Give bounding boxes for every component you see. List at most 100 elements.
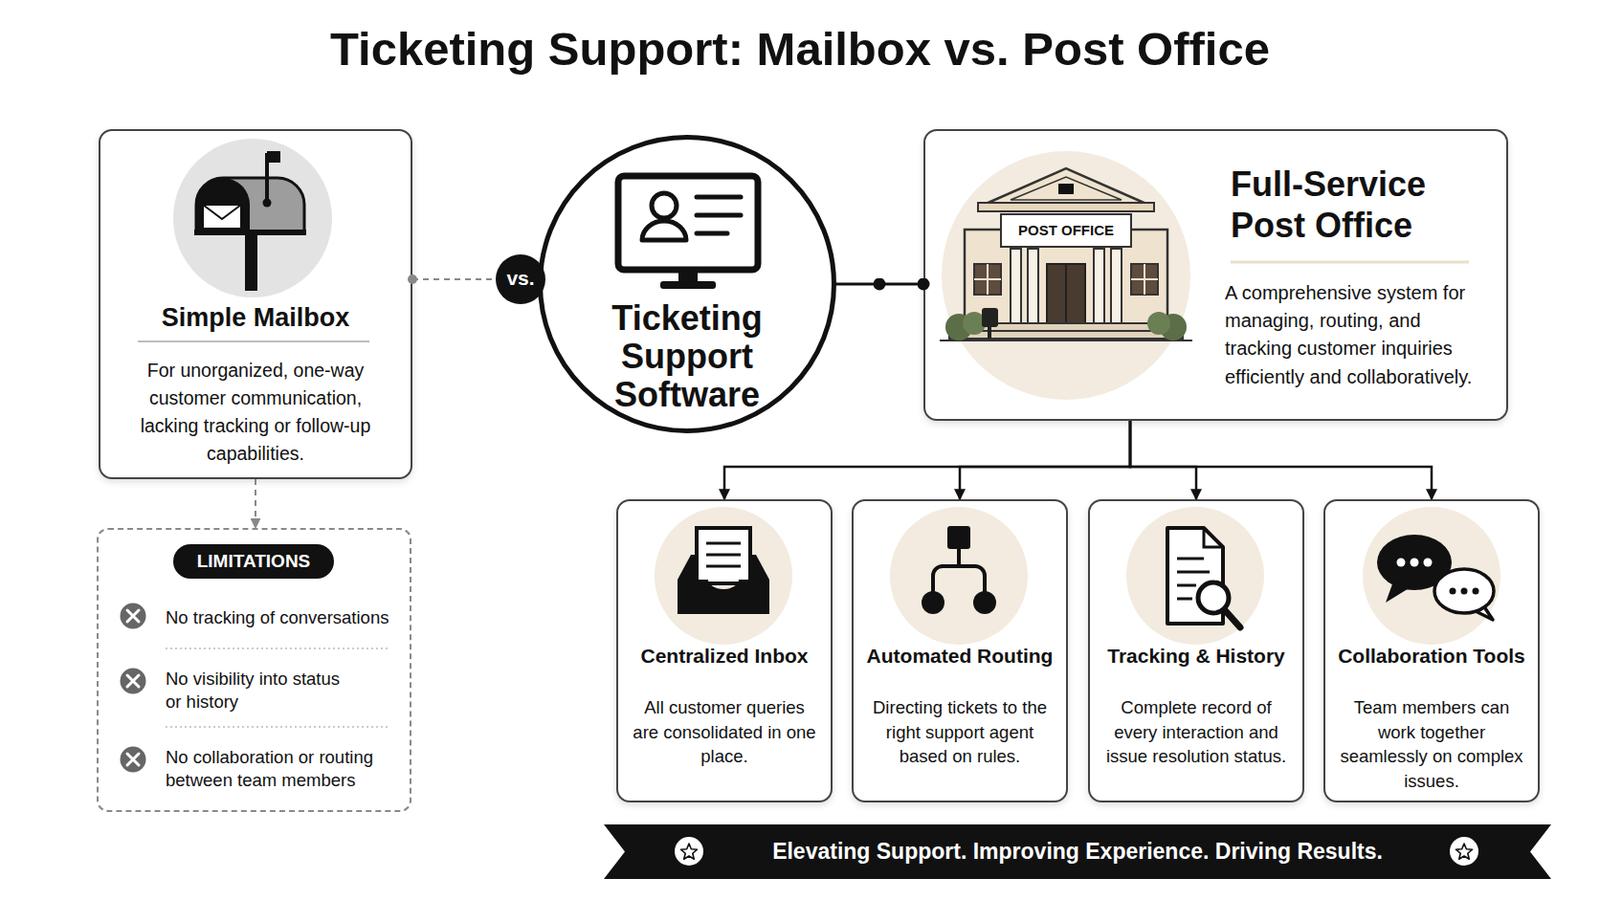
chat-bubbles-icon (1423, 558, 1433, 568)
routing-icon (889, 507, 1028, 645)
routing-icon (889, 507, 1028, 645)
mailbox-box: Simple MailboxFor unorganized, one-way c… (98, 129, 413, 480)
mailbox-icon (196, 177, 305, 232)
branch-arrow (1130, 421, 1197, 500)
post-office-building (987, 327, 992, 339)
document-search-icon (1126, 507, 1265, 645)
dotted-separator (165, 648, 391, 728)
mailbox-icon (173, 138, 333, 298)
chat-bubbles-icon (1461, 588, 1468, 596)
feature-box: Collaboration ToolsTeam members can work… (1323, 499, 1540, 803)
vs-text: vs. (495, 254, 546, 303)
post-office-building (964, 229, 1168, 330)
monitor-icon (642, 221, 687, 241)
inbox-icon (677, 555, 770, 580)
chat-bubbles-icon (1377, 534, 1452, 591)
routing-icon (973, 591, 997, 615)
monitor-icon (678, 271, 698, 284)
circle-heading: Ticketing Support Software (591, 299, 783, 415)
limitations-pill: LIMITATIONS (173, 544, 334, 579)
inbox-icon (696, 528, 751, 584)
dashed-connector (412, 278, 496, 281)
post-office-building (1159, 313, 1187, 341)
post-office-building (949, 331, 1183, 339)
box-body: For unorganized, one-way customer commun… (119, 356, 392, 467)
post-office-building (974, 264, 1001, 295)
feature-heading: Centralized Inbox (618, 643, 831, 669)
mailbox-icon (266, 151, 281, 163)
feature-body: All customer queries are consolidated in… (631, 695, 818, 770)
box-heading: Full-Service Post Office (1230, 163, 1482, 246)
mailbox-icon (202, 204, 242, 229)
feature-heading: Automated Routing (853, 643, 1067, 669)
box-body: A comprehensive system for managing, rou… (1224, 279, 1493, 392)
feature-body: Complete record of every interaction and… (1103, 695, 1289, 770)
routing-icon (933, 566, 985, 594)
ribbon-shape (603, 824, 1552, 880)
document-search-icon (1198, 582, 1229, 614)
cross-icon (120, 747, 147, 774)
routing-icon (956, 549, 961, 567)
document-search-icon (1177, 558, 1210, 600)
limitation-item: No tracking of conversations (165, 606, 405, 630)
post-office-building (1000, 214, 1132, 247)
post-office-building (1027, 248, 1039, 324)
feature-box: Centralized InboxAll customer queries ar… (616, 499, 833, 803)
limitations-box: LIMITATIONS No tracking of conversationsN… (96, 528, 412, 813)
mailbox-icon (173, 138, 333, 298)
branch-arrow (1130, 421, 1432, 500)
post-office-building (962, 311, 986, 335)
post-office-building (1010, 177, 1122, 200)
slogan-text: Elevating Support. Improving Experience.… (603, 824, 1552, 880)
mailbox-icon (263, 199, 272, 208)
box-heading: Simple Mailbox (100, 301, 411, 335)
post-office-building (939, 339, 1193, 342)
post-office-building (1147, 311, 1171, 335)
heading-underline (1230, 261, 1469, 265)
document-search-icon (1126, 507, 1265, 645)
post-office-building (956, 323, 1176, 332)
feature-box: Automated RoutingDirecting tickets to th… (851, 499, 1068, 803)
post-office-building (983, 168, 1149, 205)
star-badge (680, 844, 697, 860)
post-office-building (945, 313, 973, 341)
chat-bubbles-icon (1362, 507, 1501, 645)
cross-icon (120, 668, 147, 695)
post-office-building (1131, 264, 1158, 295)
post-office-building (941, 151, 1191, 400)
chat-bubbles-icon (1410, 558, 1420, 568)
heading-underline (1230, 262, 1469, 264)
chat-bubbles-icon (1434, 569, 1494, 614)
inbox-icon (654, 507, 793, 645)
mailbox-icon (202, 204, 242, 220)
routing-icon (921, 591, 945, 615)
star-badge (1455, 844, 1472, 860)
heading-underline (137, 340, 370, 343)
monitor-icon (651, 193, 677, 219)
post-office-building (1046, 264, 1086, 324)
branch-arrow (724, 421, 1131, 500)
mailbox-icon (265, 153, 269, 203)
monitor-icon (696, 213, 741, 219)
software-circle: Ticketing Support Software (537, 134, 837, 434)
vs-badge: vs. (495, 254, 546, 305)
feature-body: Team members can work together seamlessl… (1338, 695, 1525, 794)
cross-icon (127, 675, 139, 688)
post-office-building (1010, 248, 1022, 324)
cross-icon (127, 754, 139, 766)
limitation-item: No visibility into status or history (165, 667, 357, 714)
chat-bubbles-icon (1397, 558, 1406, 568)
inbox-icon (654, 507, 793, 645)
monitor-icon (618, 176, 758, 289)
slogan-ribbon: Elevating Support. Improving Experience.… (603, 824, 1552, 880)
monitor-icon (696, 231, 728, 237)
post-office-building (974, 264, 1001, 295)
circle-shape (540, 137, 835, 432)
feature-heading: Tracking & History (1089, 643, 1303, 669)
monitor-icon (660, 281, 716, 289)
post-office-building (939, 151, 1193, 400)
limitation-item: No collaboration or routing between team… (165, 746, 391, 793)
circle-shape (495, 254, 546, 305)
